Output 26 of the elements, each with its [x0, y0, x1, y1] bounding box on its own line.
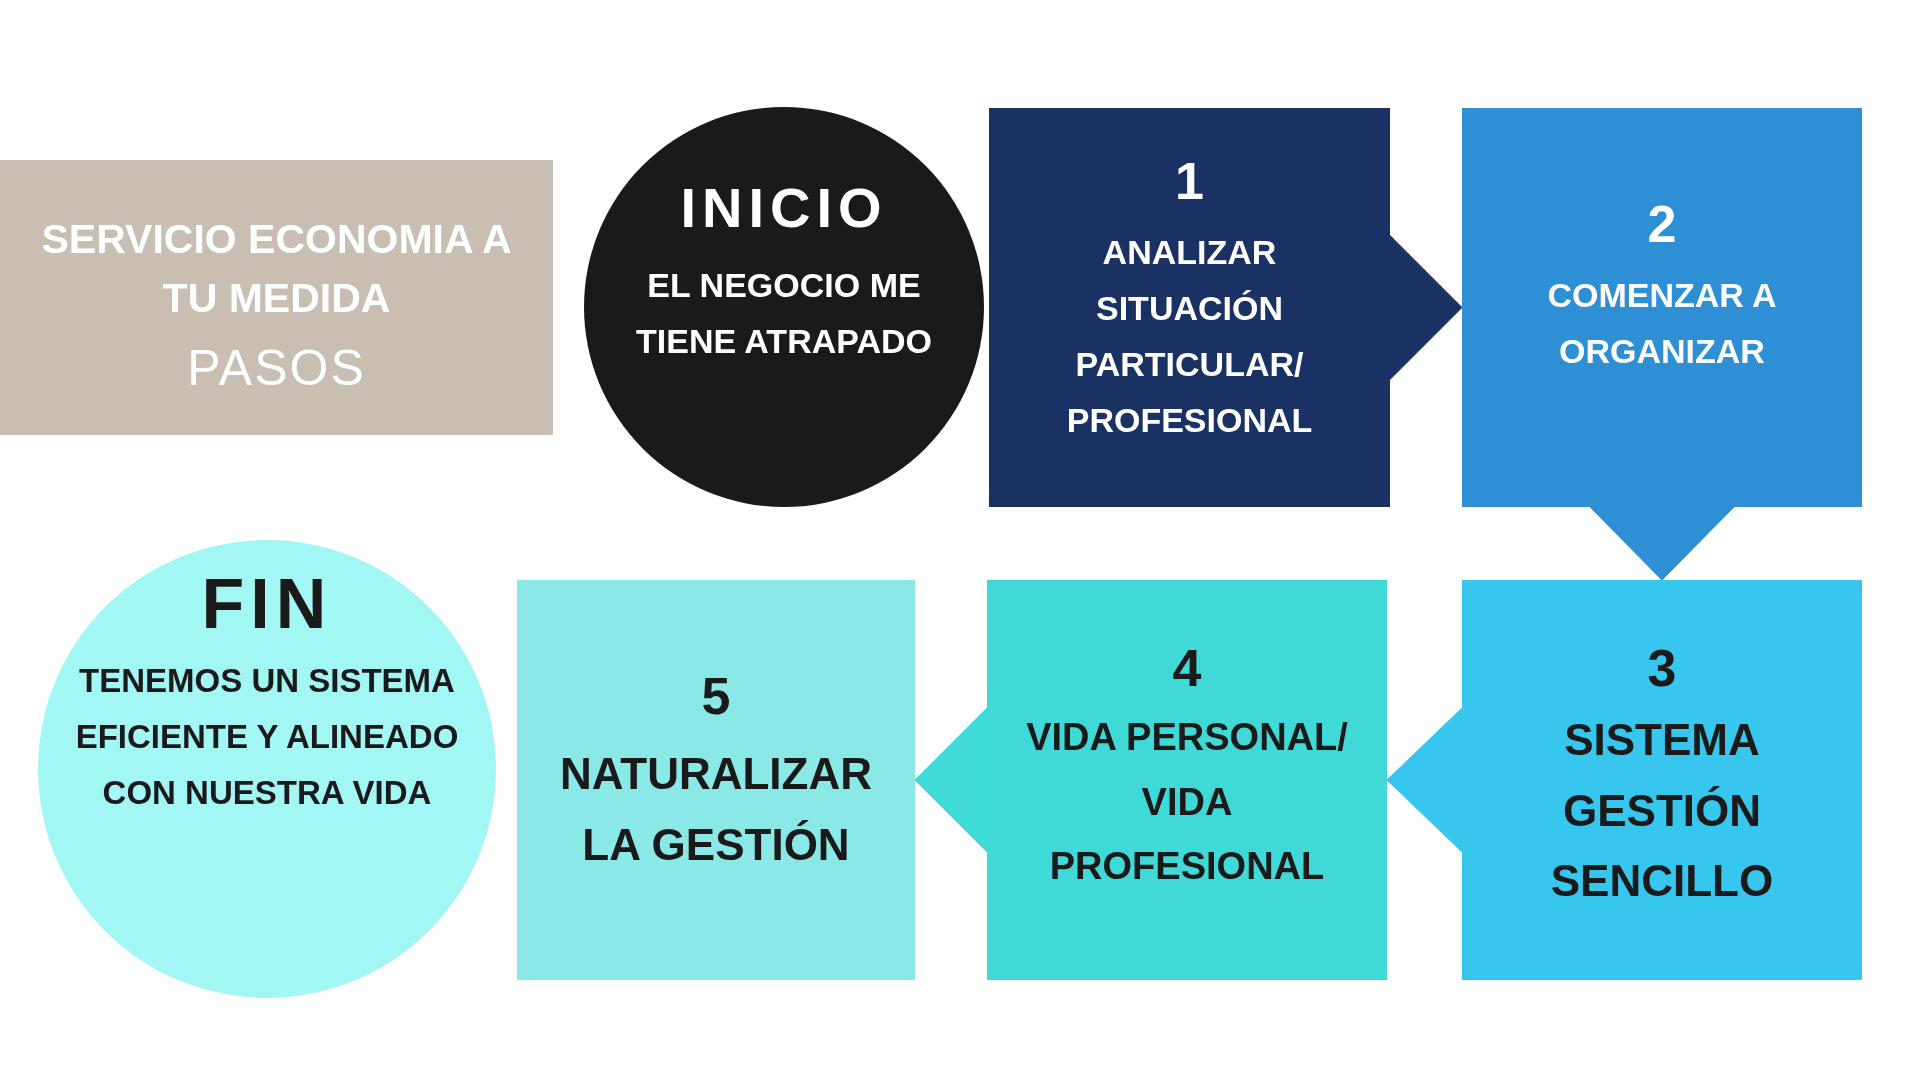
heading-text: 2 [1647, 196, 1677, 254]
step-box [1462, 580, 1862, 980]
body-text: SISTEMA GESTIÓN SENCILLO [1549, 714, 1775, 907]
heading-text: 3 [1647, 640, 1677, 698]
heading-text: INICIO [680, 177, 888, 239]
heading-text: SERVICIO ECONOMIA A TU MEDIDA [40, 215, 513, 324]
arrow [1589, 506, 1735, 581]
step-box [987, 580, 1387, 980]
body-text: ANALIZAR SITUACIÓN PARTICULAR/ PROFESIONAL [1065, 232, 1314, 442]
heading-text: 1 [1175, 153, 1204, 211]
heading-text: FIN [201, 566, 333, 643]
arrow [914, 707, 988, 853]
arrow [1386, 707, 1463, 853]
step-box [1462, 108, 1862, 507]
step-box [989, 108, 1390, 507]
body-text: PASOS [186, 338, 367, 398]
body-text: TENEMOS UN SISTEMA EFICIENTE Y ALINEADO CON NUESTRA VIDA [74, 661, 460, 814]
body-text: NATURALIZAR LA GESTIÓN [559, 748, 873, 871]
body-text: EL NEGOCIO ME TIENE ATRAPADO [635, 264, 933, 362]
arrow [1389, 235, 1463, 380]
heading-text: 4 [1172, 640, 1202, 698]
body-text: COMENZAR A ORGANIZAR [1546, 275, 1778, 373]
heading-text: 5 [701, 668, 731, 726]
step-box [517, 580, 915, 980]
title-box [0, 160, 553, 435]
body-text: VIDA PERSONAL/ VIDA PROFESIONAL [1025, 715, 1349, 890]
